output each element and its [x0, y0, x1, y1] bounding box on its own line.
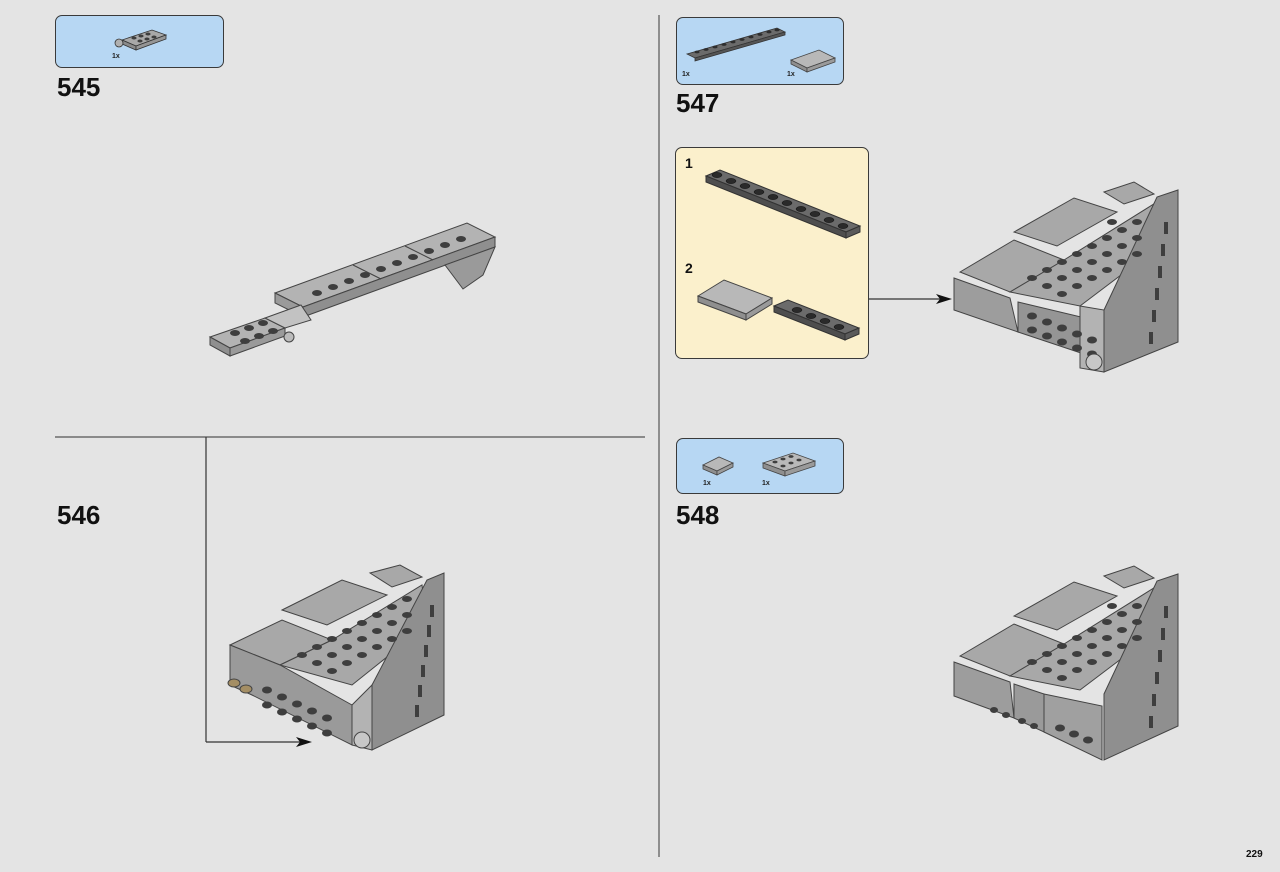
tile-2x4-icon: [789, 49, 837, 73]
plate-with-clip-icon: [114, 29, 168, 51]
step-548-number: 548: [676, 500, 720, 530]
step-545-parts-box: 1x: [55, 15, 224, 68]
step-547-assembly-illustration: [953, 181, 1179, 373]
plate-1x10-icon: [685, 27, 787, 62]
step-546-assembly-illustration: [227, 564, 445, 751]
step-546-number: 546: [57, 500, 101, 530]
substep-1-number: 1: [685, 155, 693, 171]
step-547-part-2-qty: 1x: [787, 71, 795, 78]
step-548-part-2-qty: 1x: [762, 480, 770, 487]
substep-2-number: 2: [685, 260, 693, 276]
step-545-assembly-illustration: [208, 222, 497, 357]
plate-2x4-icon: [761, 452, 817, 477]
tile-2x2-icon: [702, 456, 734, 476]
step-547-part-1-qty: 1x: [682, 71, 690, 78]
step-545-number: 545: [57, 72, 101, 102]
step-547-parts-box: 1x 1x: [676, 17, 844, 85]
page-number: 229: [1246, 849, 1263, 860]
step-547-arrowhead: [936, 294, 952, 304]
step-548-parts-box: 1x 1x: [676, 438, 844, 494]
step-547-substep-callout: 1 2: [675, 147, 869, 359]
substep-2-plate-tile-illustration: [696, 279, 861, 341]
step-548-assembly-illustration: [953, 565, 1179, 761]
substep-1-plate-illustration: [704, 169, 862, 239]
step-546-arrowhead: [296, 737, 312, 747]
step-548-part-1-qty: 1x: [703, 480, 711, 487]
step-547-number: 547: [676, 88, 720, 118]
step-545-part-1-qty: 1x: [112, 53, 120, 60]
